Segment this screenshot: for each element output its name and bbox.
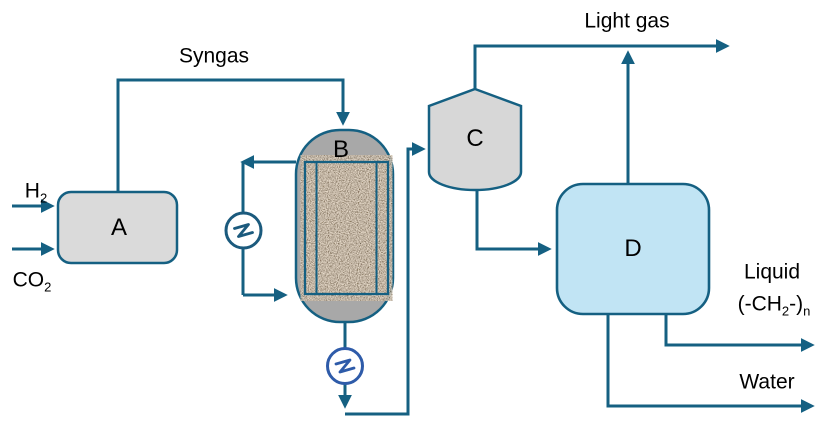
separator-to-d-line xyxy=(475,190,552,256)
heat-exchanger-icon xyxy=(334,358,356,374)
catalyst-bed xyxy=(303,160,390,296)
syngas-line xyxy=(116,78,350,192)
water-product-line xyxy=(606,314,815,413)
heat-exchanger-1 xyxy=(224,211,263,250)
unit-b-label: B xyxy=(332,136,350,163)
syngas-label: Syngas xyxy=(178,44,250,68)
co2-label: CO2 xyxy=(12,268,52,295)
unit-d-shape xyxy=(555,182,711,316)
liquid-product-line xyxy=(664,314,815,352)
heat-exchanger-2 xyxy=(326,347,364,385)
h2-label: H2 xyxy=(24,179,48,206)
catalyst-bed-border xyxy=(303,160,390,296)
liquid-label: Liquid xyxy=(743,260,801,284)
heat-exchanger-icon xyxy=(233,223,254,238)
reactor-to-separator-line xyxy=(345,142,426,416)
water-label: Water xyxy=(739,370,795,394)
unit-a-label: A xyxy=(110,214,128,241)
liquid-formula-label: (-CH2-)n xyxy=(737,292,811,319)
unit-c-label: C xyxy=(466,125,484,152)
light-gas-label: Light gas xyxy=(584,9,670,33)
unit-d-label: D xyxy=(624,235,642,262)
catalyst-bed-dividers xyxy=(315,162,378,294)
unit-c-shape xyxy=(427,87,523,192)
catalyst-bed-texture xyxy=(305,162,388,294)
unit-a-shape xyxy=(56,190,179,265)
light-gas-line xyxy=(473,39,730,89)
